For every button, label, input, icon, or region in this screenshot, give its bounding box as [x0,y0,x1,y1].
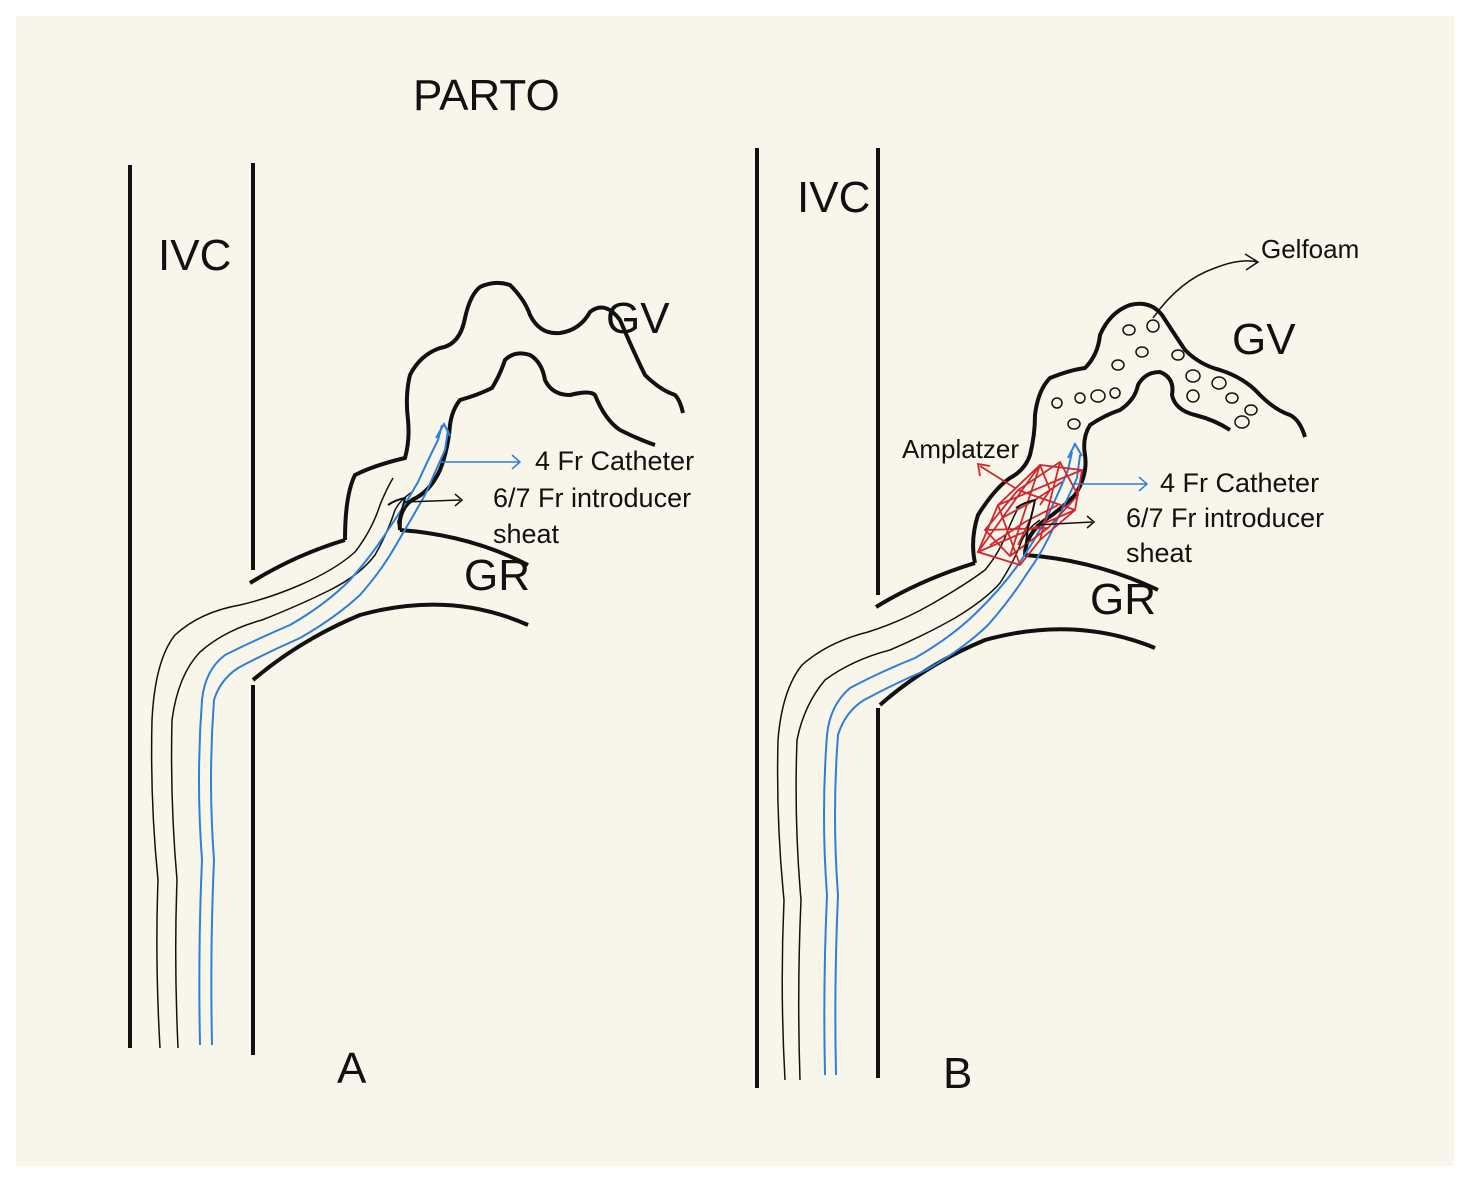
panel-b-catheter-label: 4 Fr Catheter [1160,468,1319,498]
panel-b: IVC GV GR Gelfoam Amplatzer 4 Fr Cathete… [755,148,1359,1098]
panel-a-sheath-label-line2: sheat [493,519,560,549]
catheter-tip [435,421,451,439]
panel-b-sheath-label-line1: 6/7 Fr introducer [1126,503,1324,533]
introducer-sheath-outer [776,504,1021,1081]
gastric-varix-outer-wall [971,301,1307,564]
panel-b-gelfoam-label: Gelfoam [1261,234,1359,264]
panel-a: IVC GV GR 4 Fr Catheter 6/7 Fr introduce… [128,163,694,1093]
panel-a-ivc-label: IVC [158,231,231,280]
diagram-title: PARTO [413,71,560,120]
sheath-pointer-arrow [404,493,464,507]
catheter-pointer-arrow [440,454,522,470]
sheath-tip [387,496,407,531]
gelfoam-particles [1051,319,1258,430]
catheter-4fr-right [834,454,1081,1076]
catheter-4fr-right [210,429,449,1046]
gastric-varix-outer-wall [343,280,685,541]
panel-a-catheter-label: 4 Fr Catheter [535,446,694,476]
gastrorenal-shunt-upper-wall [874,561,976,609]
gastrorenal-shunt-lower-wall [878,627,1156,707]
gastrorenal-shunt-upper-wall [248,538,346,585]
gastrorenal-shunt-lower-wall [251,602,529,682]
panel-b-gv-label: GV [1232,315,1296,364]
introducer-sheath-inner [795,519,1041,1081]
panel-b-gr-label: GR [1090,575,1156,624]
amplatzer-plug [976,460,1084,567]
catheter-pointer-arrow [1072,476,1149,492]
gastrorenal-shunt-upper-wall-right [399,528,529,567]
diagram-canvas [16,16,1454,1166]
gelfoam-pointer-curve [1152,253,1260,319]
amplatzer-pointer-arrow [976,462,1016,489]
gastrorenal-shunt-upper-wall-right [1024,553,1159,592]
panel-b-sheath-label-line2: sheat [1126,538,1193,568]
panel-b-amplatzer-label: Amplatzer [902,434,1019,464]
catheter-tip [1067,441,1083,459]
panel-a-gv-label: GV [606,294,670,343]
catheter-4fr-left [198,424,443,1046]
panel-b-ivc-label: IVC [797,173,870,222]
panel-a-gr-label: GR [464,551,530,600]
gastric-varix-inner-wall [397,351,656,531]
sheath-tip [1015,498,1037,551]
panel-b-letter: B [943,1049,972,1098]
panel-a-sheath-label-line1: 6/7 Fr introducer [493,483,691,513]
panel-a-letter: A [337,1044,367,1093]
introducer-sheath-outer [150,477,394,1049]
sheath-pointer-arrow [1035,515,1096,529]
